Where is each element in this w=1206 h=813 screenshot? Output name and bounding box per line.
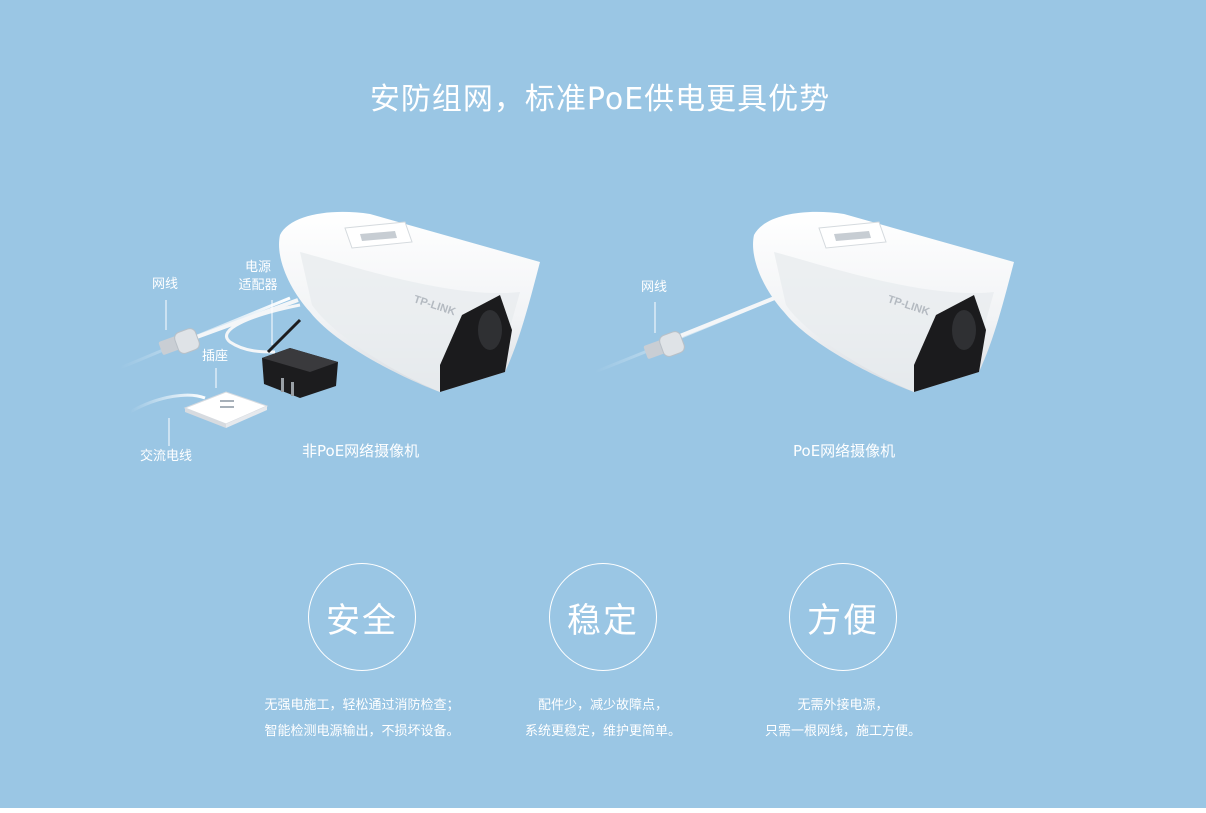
camera-illustration: TP-LINK TP-LINK (119, 211, 1014, 446)
label-network-cable: 网线 (641, 280, 668, 295)
label-network-cable: 网线 (152, 277, 179, 292)
page-title: 安防组网，标准PoE供电更具优势 (369, 82, 831, 117)
feature-description-line: 无强电施工，轻松通过消防检查； (264, 698, 460, 713)
left-camera: TP-LINK (279, 211, 540, 392)
feature-title: 方便 (807, 600, 879, 641)
feature-description-line: 无需外接电源， (797, 698, 889, 713)
feature-description: 无需外接电源， 只需一根网线，施工方便。 (723, 693, 963, 745)
label-power-adapter-line1: 电源 (244, 260, 271, 275)
feature-circle: 稳定 (549, 563, 657, 671)
feature-description: 无强电施工，轻松通过消防检查； 智能检测电源输出，不损坏设备。 (242, 693, 482, 745)
left-camera-caption: 非PoE网络摄像机 (302, 442, 420, 460)
feature-safety: 安全 无强电施工，轻松通过消防检查； 智能检测电源输出，不损坏设备。 (242, 563, 482, 745)
feature-description-line: 系统更稳定，维护更简单。 (524, 724, 681, 739)
right-camera: TP-LINK (753, 211, 1014, 392)
feature-description-line: 智能检测电源输出，不损坏设备。 (264, 724, 460, 739)
feature-convenience: 方便 无需外接电源， 只需一根网线，施工方便。 (723, 563, 963, 745)
feature-description-line: 只需一根网线，施工方便。 (764, 724, 921, 739)
wall-socket (183, 391, 269, 428)
power-adapter (262, 318, 338, 398)
feature-stability: 稳定 配件少，减少故障点， 系统更稳定，维护更简单。 (483, 563, 723, 745)
left-camera-group: TP-LINK (119, 211, 540, 446)
right-camera-caption: PoE网络摄像机 (793, 442, 896, 460)
label-ac-power-cable: 交流电线 (140, 449, 193, 464)
label-power-adapter-line2: 适配器 (238, 278, 278, 293)
rj45-connector (643, 331, 685, 359)
feature-description: 配件少，减少故障点， 系统更稳定，维护更简单。 (483, 693, 723, 745)
label-socket: 插座 (202, 349, 229, 364)
feature-circle: 安全 (308, 563, 416, 671)
label-power-adapter: 电源 适配器 (236, 259, 280, 295)
feature-title: 安全 (326, 600, 398, 641)
feature-circle: 方便 (789, 563, 897, 671)
right-camera-group: TP-LINK (594, 211, 1014, 392)
feature-description-line: 配件少，减少故障点， (537, 698, 668, 713)
page-bottom-edge (0, 808, 1206, 813)
feature-title: 稳定 (567, 600, 639, 641)
rj45-connector (158, 328, 200, 355)
